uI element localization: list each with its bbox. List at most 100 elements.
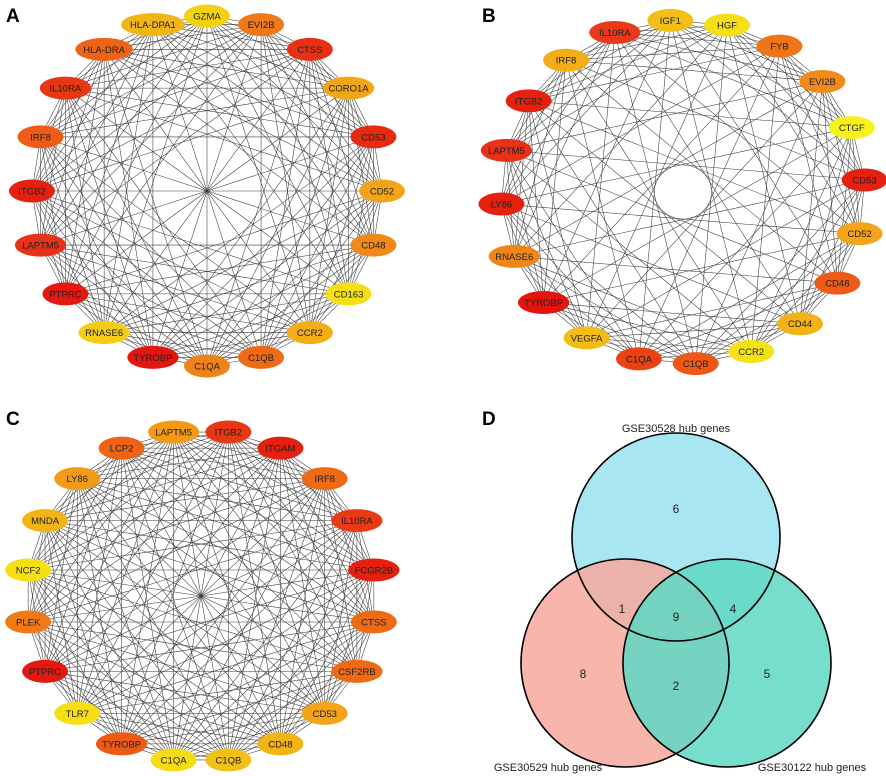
- network-node: LY86: [478, 192, 525, 216]
- node-label: C1QB: [248, 353, 274, 364]
- node-ellipse: [325, 282, 372, 306]
- network-edge: [76, 448, 122, 714]
- node-label: PTPRC: [29, 667, 61, 678]
- network-edge: [152, 24, 374, 246]
- network-edge: [44, 447, 281, 521]
- network-edge: [750, 179, 865, 352]
- node-label: GZMA: [193, 11, 221, 22]
- network-edge: [121, 448, 174, 761]
- network-node: CTSS: [286, 37, 333, 61]
- network-edge: [31, 24, 262, 192]
- network-edge: [206, 88, 349, 367]
- network-edge: [28, 621, 357, 672]
- node-label: CTSS: [297, 45, 322, 56]
- node-label: CD48: [825, 279, 849, 290]
- node-ellipse: [95, 732, 148, 756]
- node-layer-b: HGFFYBEVI2BCTGFCD53CD52CD48CD44CCR2C1QBC…: [478, 8, 886, 376]
- network-edge: [543, 302, 752, 352]
- network-edge: [173, 431, 375, 623]
- network-edge: [103, 15, 208, 333]
- network-edge: [726, 24, 852, 128]
- node-label: C1QB: [683, 359, 709, 370]
- network-edge: [173, 431, 229, 761]
- node-layer-a: GZMAEVI2BCTSSCORO1ACD53CD52CD48CD163CCR2…: [9, 4, 405, 378]
- network-edge: [44, 671, 174, 761]
- network-edge: [638, 20, 671, 359]
- network-edge: [206, 15, 349, 294]
- network-edge: [77, 520, 358, 714]
- network-edge: [260, 49, 311, 358]
- node-label: LCP2: [110, 443, 134, 454]
- network-edge: [40, 24, 154, 138]
- network-edge: [173, 520, 358, 761]
- network-edge: [103, 49, 154, 358]
- network-edge: [324, 478, 375, 623]
- network-edge: [206, 15, 349, 89]
- node-ellipse: [350, 233, 397, 257]
- network-edge: [31, 190, 105, 333]
- network-edge: [65, 293, 262, 358]
- network-edge: [799, 81, 823, 324]
- network-edge: [586, 81, 823, 339]
- venn-circle-right: [623, 559, 831, 767]
- network-node: IRF8: [17, 125, 64, 149]
- network-edge: [695, 179, 865, 364]
- network-edge: [152, 332, 310, 358]
- network-edge: [121, 447, 358, 672]
- network-edge: [543, 45, 780, 303]
- network-edge: [103, 24, 154, 333]
- network-edge: [779, 46, 838, 284]
- network-node: HLA-DPA1: [121, 13, 185, 37]
- network-node: CCR2: [286, 321, 333, 345]
- node-ellipse: [814, 271, 861, 295]
- network-edge: [506, 150, 838, 284]
- node-ellipse: [836, 222, 883, 246]
- node-ellipse: [672, 352, 719, 376]
- node-ellipse: [54, 701, 101, 725]
- network-node: HLA-DRA: [75, 37, 133, 61]
- node-label: CCR2: [738, 347, 764, 358]
- network-edge: [260, 24, 311, 333]
- network-edge: [65, 15, 208, 89]
- network-edge: [44, 671, 281, 745]
- network-edge: [506, 32, 616, 151]
- network-edge: [528, 45, 780, 102]
- network-edge: [638, 46, 780, 360]
- node-label: IL10RA: [341, 516, 373, 527]
- network-edge: [309, 49, 383, 192]
- network-edge: [586, 323, 801, 339]
- network-edge: [27, 447, 122, 623]
- network-edge: [27, 569, 281, 745]
- venn-count-all: 9: [673, 610, 680, 624]
- node-label: LY86: [67, 474, 88, 485]
- network-edge: [750, 233, 860, 352]
- network-node: CD53: [841, 168, 886, 192]
- network-edge: [121, 447, 374, 571]
- network-edge: [152, 24, 262, 358]
- node-ellipse: [14, 233, 67, 257]
- network-edge: [543, 302, 801, 325]
- node-label: CCR2: [297, 328, 323, 339]
- network-edge: [121, 569, 375, 745]
- panel-letter-c: C: [6, 409, 20, 430]
- network-edge: [543, 20, 671, 303]
- network-node: LAPTM5: [148, 420, 200, 444]
- network-edge: [514, 179, 865, 257]
- network-node: GZMA: [184, 4, 230, 28]
- network-edge: [44, 520, 229, 761]
- node-label: RNASE6: [495, 252, 533, 263]
- node-label: IL10RA: [599, 28, 631, 39]
- network-edge: [121, 448, 229, 761]
- network-edge: [27, 569, 122, 745]
- network-node: EVI2B: [799, 69, 846, 93]
- node-ellipse: [301, 467, 348, 491]
- network-edge: [206, 190, 383, 367]
- network-edge: [77, 478, 374, 623]
- network-edge: [506, 150, 544, 303]
- network-edge: [513, 60, 567, 257]
- network-edge: [28, 520, 358, 623]
- network-edge: [27, 621, 174, 761]
- network-panel-c: C ITGB2ITGAMIRF8IL10RAFCGR2BCTSSCSF2RBCD…: [5, 409, 400, 772]
- node-ellipse: [776, 312, 823, 336]
- node-label: IGF1: [660, 16, 681, 27]
